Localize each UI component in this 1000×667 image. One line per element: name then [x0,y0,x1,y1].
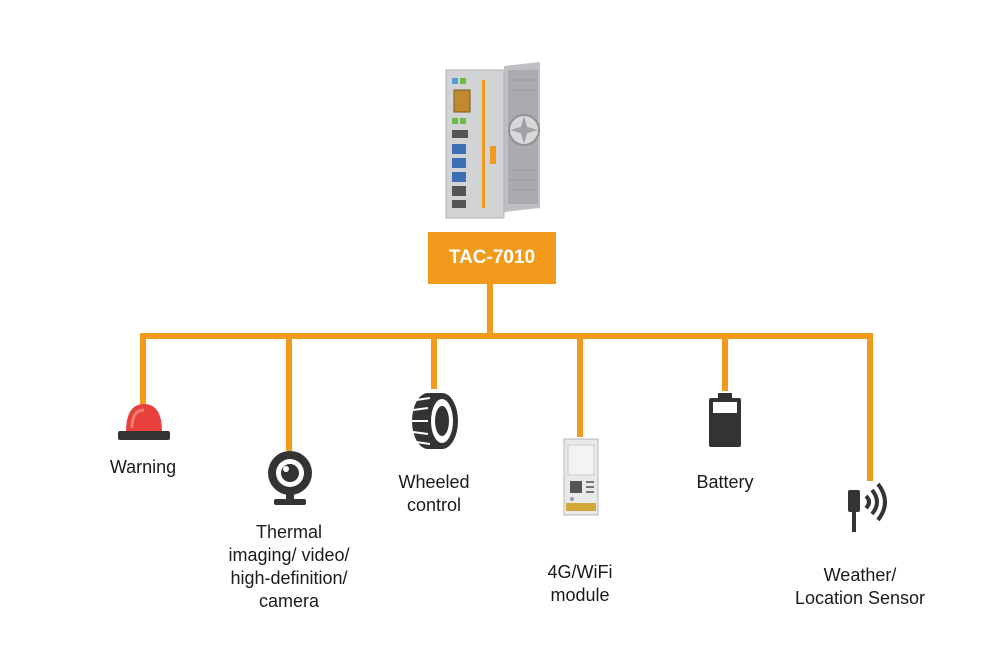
drop-line-camera [286,333,292,451]
drop-line-warning [140,333,146,405]
node-label-warning: Warning [109,457,177,477]
mpcie-module-icon [563,438,599,516]
node-label-battery: Battery [696,472,754,492]
drop-line-battery [722,333,728,391]
node-label-camera: Thermal imaging/ video/ high-definition/… [228,522,350,611]
bus-line [140,333,873,339]
controller-model-label: TAC-7010 [428,232,556,284]
node-label-wheeled: Wheeled control [398,472,470,515]
signal-sensor-icon [848,482,887,532]
tire-icon [412,393,458,449]
drop-line-module [577,333,583,437]
battery-icon [709,393,741,447]
warning-light-icon [118,404,170,440]
webcam-icon [268,451,312,505]
node-label-module: 4G/WiFi module [547,562,613,605]
controller-device-image [445,62,540,219]
drop-line-wheeled [431,333,437,389]
node-label-sensor: Weather/ Location Sensor [794,565,926,608]
trunk-line [487,284,493,336]
drop-line-sensor [867,333,873,481]
